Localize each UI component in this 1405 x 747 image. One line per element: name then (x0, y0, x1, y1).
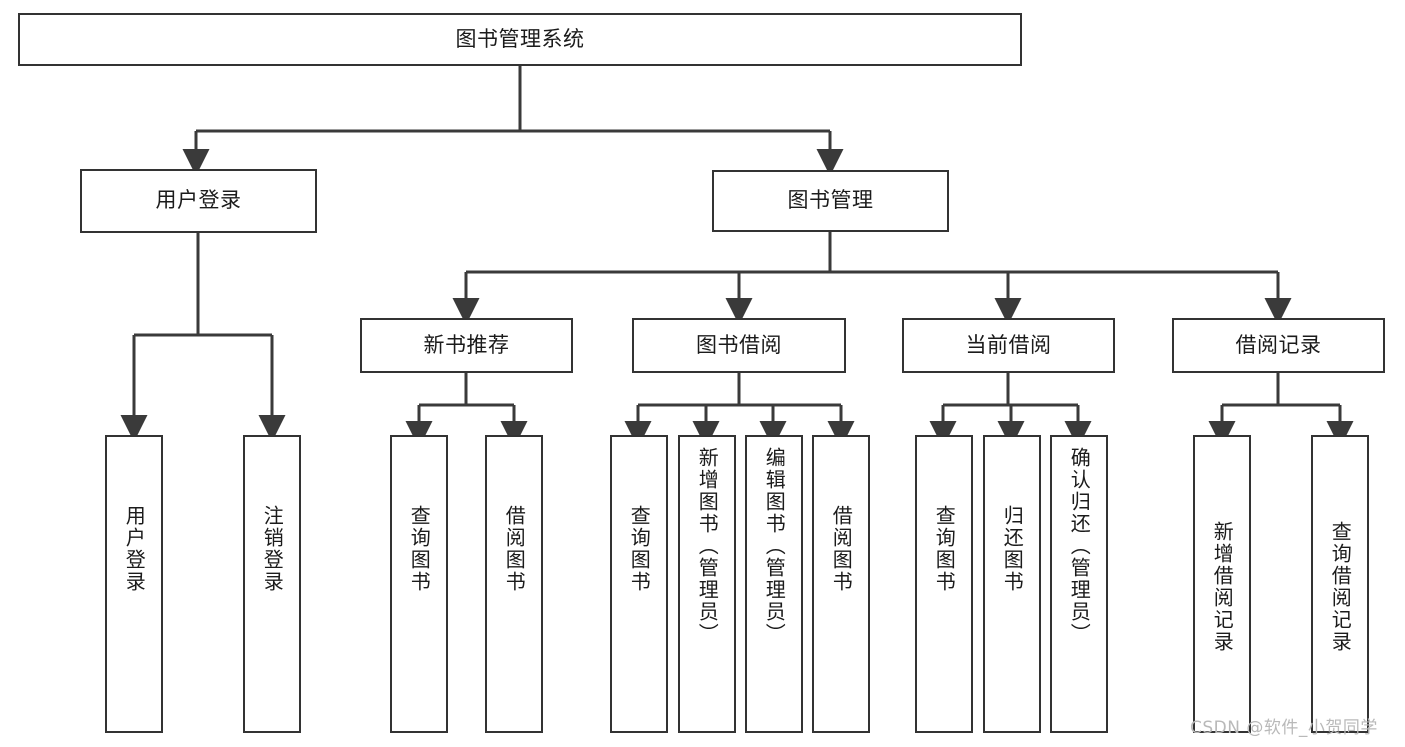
leaf-current-borrow-query-books[interactable]: 查询图书 (915, 435, 973, 733)
leaf-book-borrow-borrow-books[interactable]: 借阅图书 (812, 435, 870, 733)
leaf-borrow-record-query-record[interactable]: 查询借阅记录 (1311, 435, 1369, 733)
node-label: 新书推荐 (423, 332, 510, 357)
node-label: 借阅记录 (1235, 332, 1322, 357)
node-label: 查询图书 (407, 505, 432, 593)
node-label: 归还图书 (1000, 505, 1025, 593)
node-label: 图书管理系统 (455, 26, 585, 51)
node-label: 图书管理 (787, 188, 874, 213)
leaf-book-borrow-add-book-admin[interactable]: 新增图书（管理员） (678, 435, 736, 733)
node-label: 查询图书 (932, 505, 957, 593)
node-label: 查询借阅记录 (1328, 521, 1353, 653)
node-label: 查询图书 (627, 505, 652, 593)
leaf-book-borrow-query-books[interactable]: 查询图书 (610, 435, 668, 733)
leaf-user-login-login[interactable]: 用户登录 (105, 435, 163, 733)
node-label: 新增图书（管理员） (695, 447, 720, 645)
node-label: 用户登录 (155, 188, 242, 213)
leaf-current-borrow-confirm-return-admin[interactable]: 确认归还（管理员） (1050, 435, 1108, 733)
node-label: 图书借阅 (696, 332, 782, 357)
leaf-current-borrow-return-books[interactable]: 归还图书 (983, 435, 1041, 733)
node-label: 借阅图书 (829, 505, 854, 593)
node-borrow-record[interactable]: 借阅记录 (1172, 318, 1385, 373)
node-user-login[interactable]: 用户登录 (80, 169, 317, 233)
node-label: 编辑图书（管理员） (762, 447, 787, 645)
leaf-new-book-borrow-books[interactable]: 借阅图书 (485, 435, 543, 733)
node-root-book-management-system[interactable]: 图书管理系统 (18, 13, 1022, 66)
node-book-management[interactable]: 图书管理 (712, 170, 949, 232)
node-label: 注销登录 (260, 505, 285, 593)
node-label: 确认归还（管理员） (1067, 447, 1092, 645)
node-label: 当前借阅 (965, 332, 1052, 357)
node-label: 用户登录 (122, 505, 147, 593)
node-label: 借阅图书 (502, 505, 527, 593)
leaf-new-book-query-books[interactable]: 查询图书 (390, 435, 448, 733)
leaf-borrow-record-add-record[interactable]: 新增借阅记录 (1193, 435, 1251, 733)
leaf-book-borrow-edit-book-admin[interactable]: 编辑图书（管理员） (745, 435, 803, 733)
node-new-book-recommendation[interactable]: 新书推荐 (360, 318, 573, 373)
node-label: 新增借阅记录 (1210, 521, 1235, 653)
leaf-user-login-logout[interactable]: 注销登录 (243, 435, 301, 733)
node-book-borrow[interactable]: 图书借阅 (632, 318, 846, 373)
node-current-borrow[interactable]: 当前借阅 (902, 318, 1115, 373)
